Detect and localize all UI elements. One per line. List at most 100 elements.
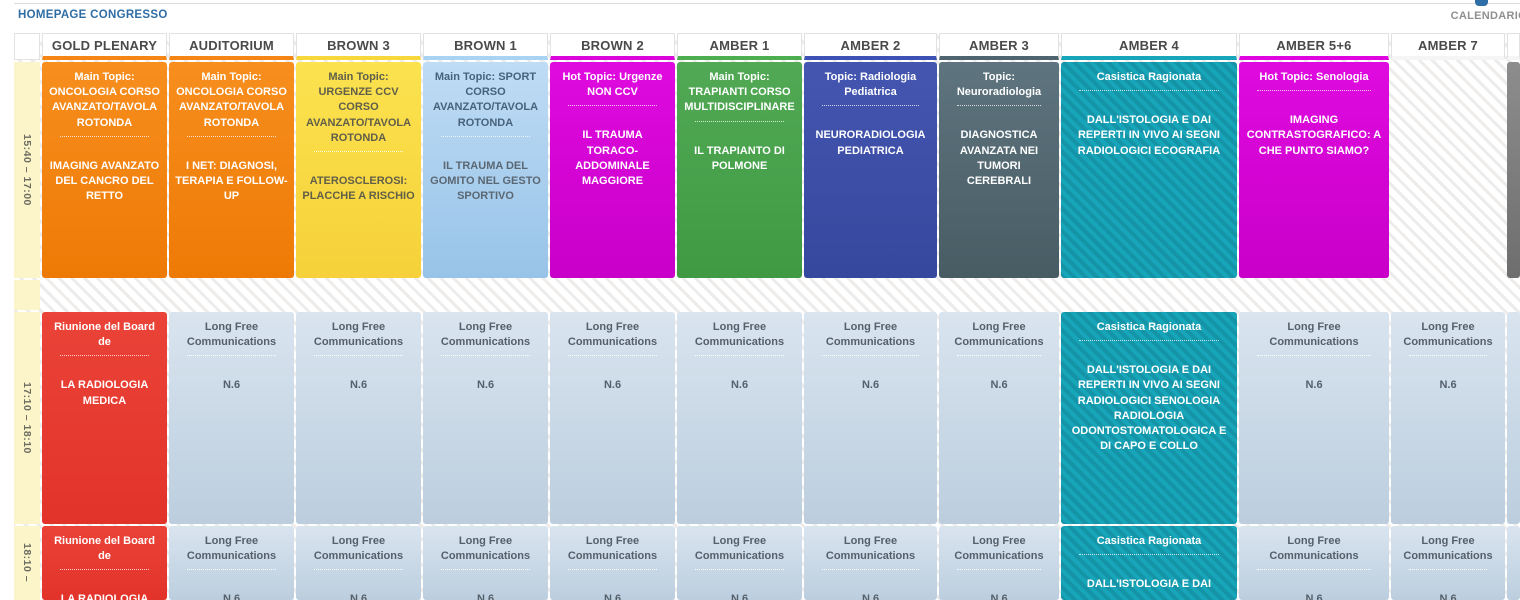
column-header-label: AMBER 4 — [1119, 37, 1179, 53]
column-header-auditorium: AUDITORIUM — [169, 33, 294, 60]
column-header-brown-3: BROWN 3 — [296, 33, 421, 60]
session-title: IMAGING CONTRASTOGRAFICO: A CHE PUNTO SI… — [1246, 114, 1382, 157]
session-separator — [314, 355, 403, 357]
column-header-label: GOLD PLENARY — [51, 37, 158, 53]
session-separator — [187, 355, 276, 357]
session-separator — [60, 355, 149, 357]
homepage-congresso-link[interactable]: HOMEPAGE CONGRESSO — [18, 9, 168, 21]
session-topic: Long Free Communications — [1269, 321, 1359, 349]
session-separator — [314, 150, 403, 152]
session-title: DALL'ISTOLOGIA E DAI REPERTI IN VIVO AI … — [1071, 364, 1227, 453]
column-header-amber-5-6: AMBER 5+6 — [1239, 33, 1389, 60]
time-label: 18:10 – — [14, 526, 40, 600]
session-topic: Main Topic: URGENZE CCV CORSO AVANZATO/T… — [305, 71, 412, 144]
session-topic: Long Free Communications — [1403, 535, 1493, 563]
column-header-gold-plenary: GOLD PLENARY — [42, 33, 167, 60]
session-title: N.6 — [990, 379, 1008, 392]
session-title: N.6 — [222, 379, 241, 392]
session-topic: Casistica Ragionata — [1096, 321, 1202, 333]
column-header-label: AUDITORIUM — [189, 37, 274, 53]
column-header-label: BROWN 3 — [327, 37, 390, 53]
column-header-label: BROWN 1 — [454, 37, 517, 53]
session-cell[interactable]: Main Topic: URGENZE CCV CORSO AVANZATO/T… — [296, 62, 421, 278]
session-separator — [441, 569, 530, 571]
session-cell[interactable]: Main Topic: SPORT CORSO AVANZATO/TAVOLA … — [423, 62, 548, 278]
session-title: N.6 — [1439, 379, 1457, 392]
session-separator — [1079, 90, 1219, 92]
session-separator — [822, 105, 919, 107]
session-separator — [695, 120, 784, 122]
session-separator — [441, 355, 530, 357]
session-cell[interactable]: Main Topic: ONCOLOGIA CORSO AVANZATO/TAV… — [42, 62, 167, 278]
logo-fragment-icon — [1475, 0, 1488, 6]
session-separator — [568, 105, 657, 107]
time-label: 15:40 – 17:00 — [14, 62, 40, 278]
session-separator — [695, 355, 784, 357]
column-header-brown-2: BROWN 2 — [550, 33, 675, 60]
session-cell[interactable] — [1507, 526, 1520, 600]
column-header-amber-1: AMBER 1 — [677, 33, 802, 60]
session-topic: Long Free Communications — [1403, 321, 1493, 349]
session-separator — [1079, 340, 1219, 342]
session-topic: Casistica Ragionata — [1096, 535, 1202, 547]
session-topic: Long Free Communications — [1269, 535, 1359, 563]
session-topic: Riunione del Board de — [54, 535, 155, 563]
session-cell[interactable]: Main Topic: TRAPIANTI CORSO MULTIDISCIPL… — [677, 62, 802, 278]
session-separator — [60, 569, 149, 571]
column-header-amber-7: AMBER 7 — [1391, 33, 1505, 60]
session-cell[interactable] — [1507, 312, 1520, 524]
column-header-brown-1: BROWN 1 — [423, 33, 548, 60]
session-cell[interactable]: Main Topic: ONCOLOGIA CORSO AVANZATO/TAV… — [169, 62, 294, 278]
session-topic: Long Free Communications — [440, 321, 531, 349]
time-label-text: 15:40 – 17:00 — [21, 134, 33, 206]
time-label: 17:10 – 18:10 — [14, 312, 40, 524]
session-title: N.6 — [730, 379, 749, 392]
session-topic: Long Free Communications — [313, 321, 404, 349]
calendario-link[interactable]: CALENDARIO — [1450, 10, 1520, 22]
session-topic: Long Free Communications — [694, 321, 785, 349]
time-label-text: 17:10 – 18:10 — [21, 382, 33, 454]
session-topic: Topic: Radiologia Pediatrica — [824, 71, 917, 99]
session-title: N.6 — [349, 379, 368, 392]
session-cell[interactable] — [1507, 62, 1520, 278]
session-title: DIAGNOSTICA AVANZATA NEI TUMORI CEREBRAL… — [959, 129, 1039, 187]
session-topic: Long Free Communications — [825, 535, 916, 563]
session-topic: Riunione del Board de — [54, 321, 155, 349]
session-topic: Long Free Communications — [186, 535, 277, 563]
column-header-amber-2: AMBER 2 — [804, 33, 937, 60]
session-separator — [1079, 554, 1219, 556]
column-header-label: AMBER 5+6 — [1276, 37, 1352, 53]
session-separator — [1257, 90, 1371, 92]
session-topic: Topic: Neuroradiologia — [956, 71, 1042, 99]
column-header-label: BROWN 2 — [581, 37, 644, 53]
column-header-label: AMBER 1 — [709, 37, 770, 53]
session-separator — [822, 355, 919, 357]
